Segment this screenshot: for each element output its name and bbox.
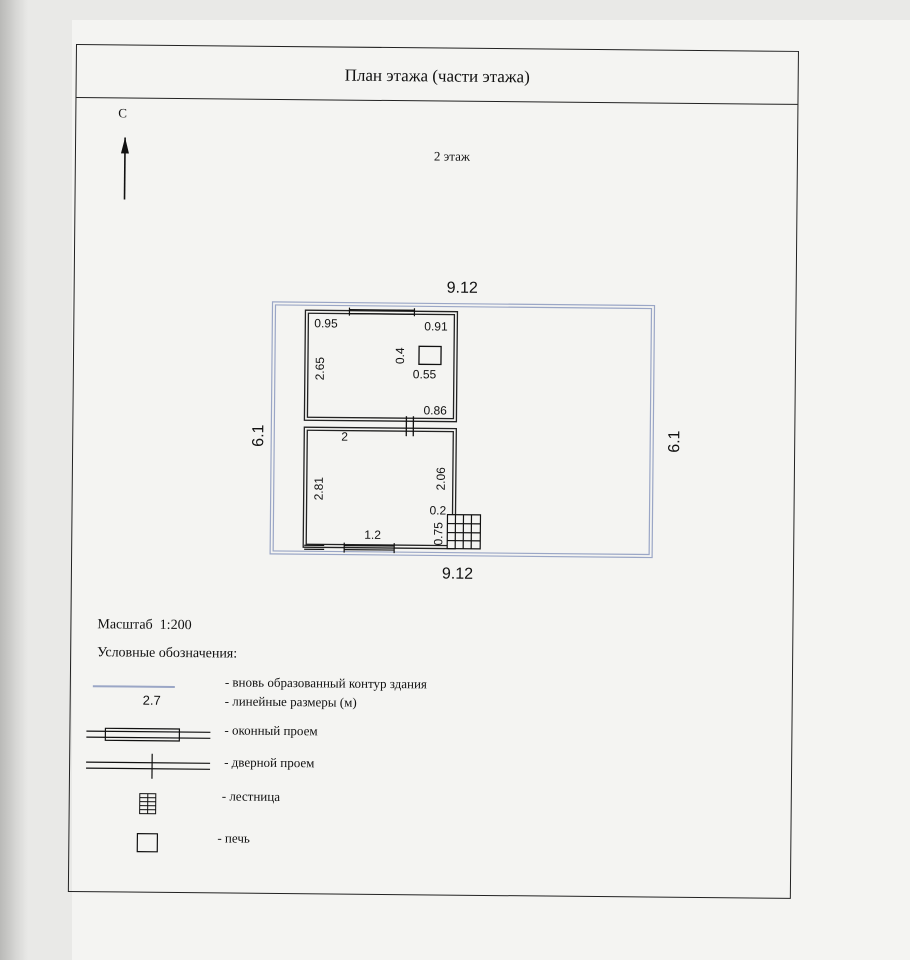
staircase-icon	[446, 513, 482, 550]
legend-item-dimensions: - линейные размеры (м)	[224, 693, 357, 710]
scale-value: 1:200	[159, 617, 192, 634]
new-contour-outline	[269, 301, 656, 559]
dim-top: 9.12	[447, 280, 478, 297]
legend-contour-symbol	[92, 685, 175, 688]
dim-2: 2	[341, 430, 348, 444]
dim-075: 0.75	[431, 522, 445, 546]
dim-265: 2.65	[313, 357, 327, 381]
legend-item-window: - оконный проем	[224, 722, 318, 739]
legend-item-stairs: - лестница	[221, 788, 281, 804]
floor-plan: 9.12 9.12 6.1 6.1 0.95 0.91 2.65 0.4 0.5…	[86, 137, 683, 853]
legend-window-symbol	[86, 727, 211, 742]
door-opening	[405, 416, 415, 437]
window-bottom-left	[304, 544, 325, 551]
north-arrow-icon	[120, 137, 129, 200]
legend-item-stove: - печь	[217, 830, 250, 846]
legend-heading: Условные обозначения:	[97, 645, 238, 662]
drawing-frame: План этажа (части этажа) С 2 этаж	[67, 44, 799, 899]
dim-055: 0.55	[413, 367, 437, 381]
dim-206: 2.06	[434, 467, 448, 491]
dim-left: 6.1	[250, 424, 267, 447]
dim-bottom: 9.12	[442, 566, 473, 583]
room-lower	[302, 426, 457, 550]
paper-sheet	[72, 20, 910, 960]
scale-row: Масштаб 1:200	[97, 617, 191, 634]
dim-right: 6.1	[666, 430, 683, 453]
stove-icon	[418, 345, 442, 366]
legend-stove-symbol	[136, 833, 159, 853]
dim-091: 0.91	[424, 319, 448, 333]
legend-door-symbol	[86, 753, 211, 779]
scan-edge	[0, 0, 28, 960]
dim-12: 1.2	[364, 528, 381, 542]
legend-item-contour: - вновь образованный контур здания	[224, 674, 428, 692]
window-top	[348, 307, 416, 317]
window-bottom	[343, 542, 395, 554]
scale-label: Масштаб	[97, 617, 153, 633]
dim-095: 0.95	[314, 316, 338, 330]
legend-sample-dimension: 2.7	[142, 692, 161, 708]
legend-stair-symbol	[139, 793, 157, 815]
dim-086: 0.86	[423, 403, 447, 417]
dim-04: 0.4	[393, 347, 407, 364]
dim-02: 0.2	[429, 503, 446, 517]
dim-281: 2.81	[312, 477, 326, 501]
legend-item-door: - дверной проем	[224, 754, 315, 771]
